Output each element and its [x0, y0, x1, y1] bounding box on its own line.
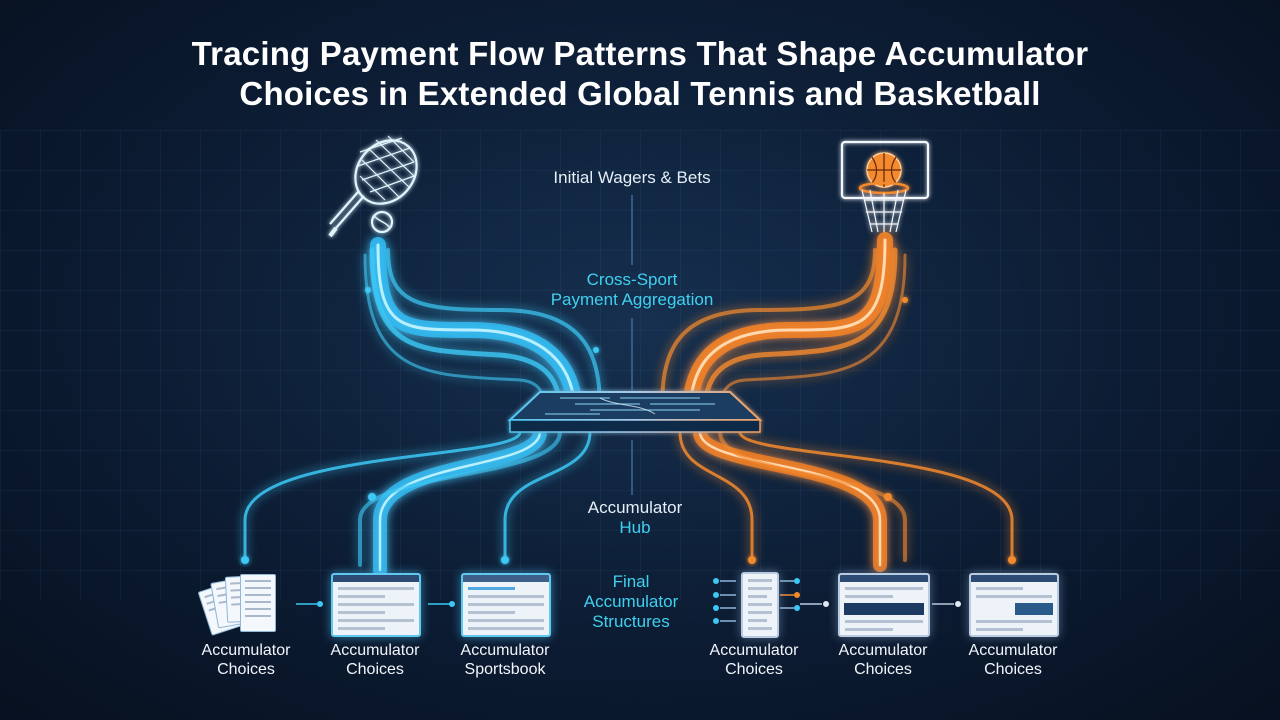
output-caption-6-line1: Accumulator [968, 642, 1058, 659]
flow-node [501, 556, 509, 564]
label-hub-line2: Hub [619, 518, 651, 537]
output-caption-4-line2: Choices [725, 661, 783, 678]
basketball-flow-down-4 [718, 430, 907, 562]
flow-node [593, 347, 599, 353]
label-final-line2: Accumulator [583, 592, 679, 611]
tennis-flow-outer [386, 248, 602, 412]
flow-node [365, 287, 371, 293]
output-connectors [296, 578, 961, 624]
label-aggregation-line2: Payment Aggregation [550, 290, 714, 309]
label-accumulator-hub: Accumulator Hub [560, 498, 710, 538]
label-final-structures: Final Accumulator Structures [556, 572, 706, 632]
tennis-flow-inner [369, 247, 563, 421]
aggregation-platform-icon [507, 391, 763, 433]
basketball-flow-down-1-core [698, 430, 882, 567]
basketball-flow-down-2 [678, 430, 754, 562]
tennis-flow-down-2 [243, 430, 522, 562]
accumulator-slip-card-4 [741, 572, 779, 638]
tennis-flow-bundle [243, 237, 602, 577]
output-caption-3: Accumulator Sportsbook [440, 641, 570, 679]
label-final-line1: Final [612, 572, 650, 591]
basketball-flow-core [688, 238, 887, 417]
accumulator-card-5 [838, 573, 930, 637]
flow-node [1008, 556, 1016, 564]
output-caption-1-line1: Accumulator [201, 642, 291, 659]
tennis-racket-ball-icon [328, 135, 418, 238]
tennis-flow-down-4 [358, 430, 562, 567]
tennis-flow-down-1-core [378, 430, 542, 572]
tennis-flow-core [376, 243, 577, 417]
accumulator-card-6 [969, 573, 1059, 637]
title-line-1: Tracing Payment Flow Patterns That Shape… [191, 35, 1089, 72]
basketball-hoop-icon [840, 140, 930, 233]
flow-node [241, 556, 249, 564]
background-grid [0, 130, 1280, 600]
output-caption-2-line2: Choices [346, 661, 404, 678]
output-caption-1-line2: Choices [217, 661, 275, 678]
label-initial-wagers-text: Initial Wagers & Bets [553, 168, 711, 187]
flow-node [902, 297, 908, 303]
basketball-flow-down-3 [738, 430, 1014, 562]
basketball-flow-outer [660, 248, 877, 412]
flow-node [748, 556, 756, 564]
output-caption-6-line2: Choices [984, 661, 1042, 678]
flow-node [884, 493, 892, 501]
output-caption-3-line2: Sportsbook [464, 661, 546, 678]
output-caption-3-line1: Accumulator [460, 642, 550, 659]
title-line-2: Choices in Extended Global Tennis and Ba… [239, 75, 1041, 112]
output-caption-5-line1: Accumulator [838, 642, 928, 659]
sportsbook-card [461, 573, 551, 637]
branch-dots [713, 578, 800, 624]
label-final-line3: Structures [592, 612, 670, 631]
output-caption-2-line1: Accumulator [330, 642, 420, 659]
basketball-flow-bundle [660, 232, 1014, 572]
output-caption-1: Accumulator Choices [181, 641, 311, 679]
flow-node [368, 493, 376, 501]
basketball-flow-inner [702, 247, 898, 421]
tennis-flow-down-3 [503, 430, 592, 562]
output-caption-5-line2: Choices [854, 661, 912, 678]
output-caption-5: Accumulator Choices [818, 641, 948, 679]
accumulator-slips-stack-icon [197, 572, 280, 636]
flow-nodes [241, 287, 1016, 564]
output-caption-2: Accumulator Choices [310, 641, 440, 679]
page-title: Tracing Payment Flow Patterns That Shape… [0, 34, 1280, 114]
basketball-flow-main [682, 232, 893, 423]
output-caption-4: Accumulator Choices [689, 641, 819, 679]
output-caption-4-line1: Accumulator [709, 642, 799, 659]
label-hub-line1: Accumulator [587, 498, 683, 517]
output-caption-6: Accumulator Choices [948, 641, 1078, 679]
accumulator-card-2 [331, 573, 421, 637]
label-aggregation-line1: Cross-Sport [586, 270, 678, 289]
label-cross-sport-aggregation: Cross-Sport Payment Aggregation [520, 270, 744, 310]
label-initial-wagers: Initial Wagers & Bets [532, 168, 732, 188]
